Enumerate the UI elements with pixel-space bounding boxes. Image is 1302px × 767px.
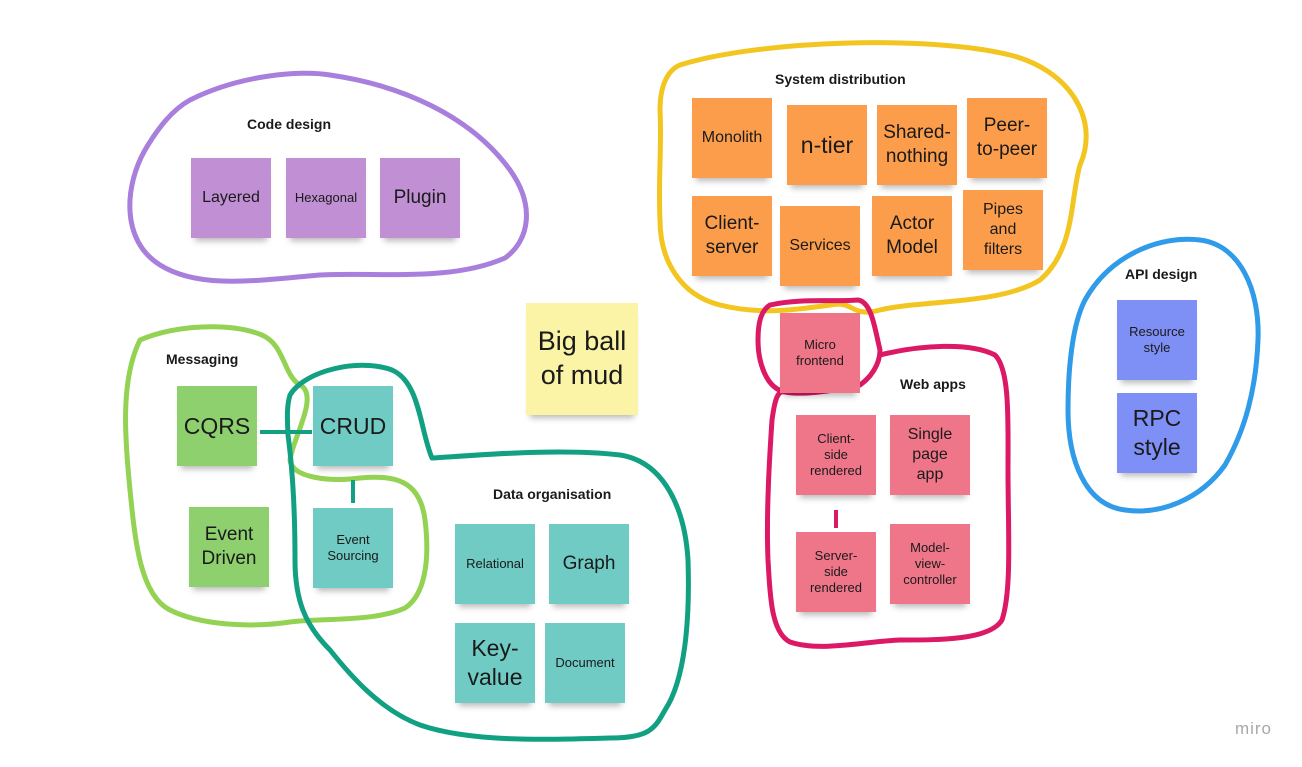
sticky-shared-nothing[interactable]: Shared- nothing: [877, 105, 957, 185]
sticky-event-driven[interactable]: Event Driven: [189, 507, 269, 587]
sticky-n-tier[interactable]: n-tier: [787, 105, 867, 185]
miro-watermark: miro: [1234, 719, 1272, 738]
web-apps-outline: [764, 343, 1012, 649]
sticky-event-sourcing[interactable]: Event Sourcing: [313, 508, 393, 588]
sticky-graph[interactable]: Graph: [549, 524, 629, 604]
system-distribution-title: System distribution: [775, 71, 906, 87]
sticky-single-page-app[interactable]: Single page app: [890, 415, 970, 495]
messaging-outline: [123, 324, 430, 628]
micro-frontend-outline: [755, 297, 883, 396]
sticky-big-ball-of-mud[interactable]: Big ball of mud: [526, 303, 638, 415]
api-design-outline: [1065, 236, 1261, 514]
data-organisation-title: Data organisation: [493, 486, 612, 502]
sticky-model-view-controller[interactable]: Model- view- controller: [890, 524, 970, 604]
sticky-plugin[interactable]: Plugin: [380, 158, 460, 238]
code-design-title: Code design: [247, 116, 332, 132]
sticky-relational[interactable]: Relational: [455, 524, 535, 604]
sticky-actor-model[interactable]: Actor Model: [872, 196, 952, 276]
messaging-title: Messaging: [166, 351, 239, 367]
sticky-resource-style[interactable]: Resource style: [1117, 300, 1197, 380]
sticky-micro-frontend[interactable]: Micro frontend: [780, 313, 860, 393]
code-design-outline: [127, 70, 529, 284]
api-design-title: API design: [1125, 266, 1198, 282]
system-distribution-outline: [656, 40, 1089, 315]
sticky-hexagonal[interactable]: Hexagonal: [286, 158, 366, 238]
sticky-pipes-and-filters[interactable]: Pipes and filters: [963, 190, 1043, 270]
sticky-key-value[interactable]: Key- value: [455, 623, 535, 703]
sticky-rpc-style[interactable]: RPC style: [1117, 393, 1197, 473]
data-organisation-outline: [284, 362, 691, 742]
web-apps-title: Web apps: [900, 376, 966, 392]
sticky-document[interactable]: Document: [545, 623, 625, 703]
sticky-client-server[interactable]: Client- server: [692, 196, 772, 276]
sticky-server-side-rendered[interactable]: Server- side rendered: [796, 532, 876, 612]
sticky-cqrs[interactable]: CQRS: [177, 386, 257, 466]
sticky-peer-to-peer[interactable]: Peer- to-peer: [967, 98, 1047, 178]
sticky-client-side-rendered[interactable]: Client- side rendered: [796, 415, 876, 495]
sticky-layered[interactable]: Layered: [191, 158, 271, 238]
sticky-services[interactable]: Services: [780, 206, 860, 286]
sticky-crud[interactable]: CRUD: [313, 386, 393, 466]
sticky-monolith[interactable]: Monolith: [692, 98, 772, 178]
